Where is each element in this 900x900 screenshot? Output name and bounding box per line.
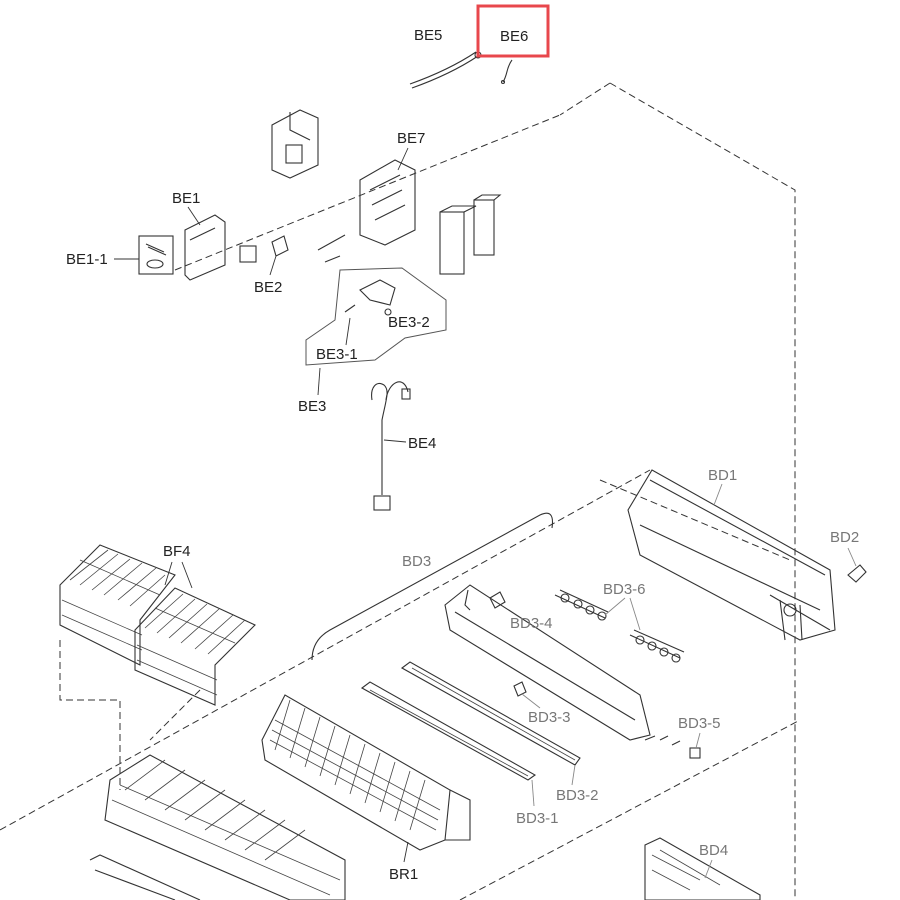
label-bd3-1: BD3-1 [516,810,559,827]
bf4-filter-left[interactable] [59,544,176,666]
label-bd3-5: BD3-5 [678,715,721,732]
label-be7: BE7 [397,130,425,147]
label-be3: BE3 [298,398,326,415]
label-bd3-2: BD3-2 [556,787,599,804]
label-be3-2: BE3-2 [388,314,430,331]
label-bd4: BD4 [699,842,728,859]
bd2-part[interactable] [847,564,867,583]
bd4-panel[interactable] [644,837,761,900]
label-bd2: BD2 [830,529,859,546]
bd3-louver-frame[interactable] [444,584,651,741]
label-br1: BR1 [389,866,418,883]
label-bf4: BF4 [163,543,191,560]
label-bd3-6: BD3-6 [603,581,646,598]
label-be1-1: BE1-1 [66,251,108,268]
label-be3-1: BE3-1 [316,346,358,363]
bf4-filter-right[interactable] [134,587,256,706]
be1-1-part[interactable] [138,235,174,275]
label-bd3: BD3 [402,553,431,570]
bd1-frame[interactable] [627,469,836,641]
chassis-grille[interactable] [89,754,346,900]
highlight-box [476,4,550,58]
bd3-4-part[interactable] [489,591,506,609]
bd3-1-part[interactable] [360,681,537,781]
be6-part[interactable] [500,59,513,85]
label-be4: BE4 [408,435,436,452]
br1-heat-exchanger[interactable] [261,694,471,851]
assembly-guide-lines [0,82,801,900]
be3-part[interactable] [344,279,396,316]
bd3-brace [311,512,554,661]
bd3-6-parts[interactable] [554,589,685,663]
label-bd3-3: BD3-3 [528,709,571,726]
be1-part[interactable] [184,214,226,281]
be4-cable[interactable] [371,381,411,511]
label-bd1: BD1 [708,467,737,484]
be5-part[interactable] [409,51,482,89]
be3-group-outline [305,267,447,366]
be2-part[interactable] [239,234,346,263]
label-be5: BE5 [414,27,442,44]
label-be1: BE1 [172,190,200,207]
bd3-2-part[interactable] [400,661,581,766]
bd3-3-part[interactable] [513,681,527,697]
label-bd3-4: BD3-4 [510,615,553,632]
bd3-5-parts[interactable] [644,735,701,759]
label-be6: BE6 [500,28,528,45]
label-be2: BE2 [254,279,282,296]
be7-control-box[interactable] [271,109,502,275]
